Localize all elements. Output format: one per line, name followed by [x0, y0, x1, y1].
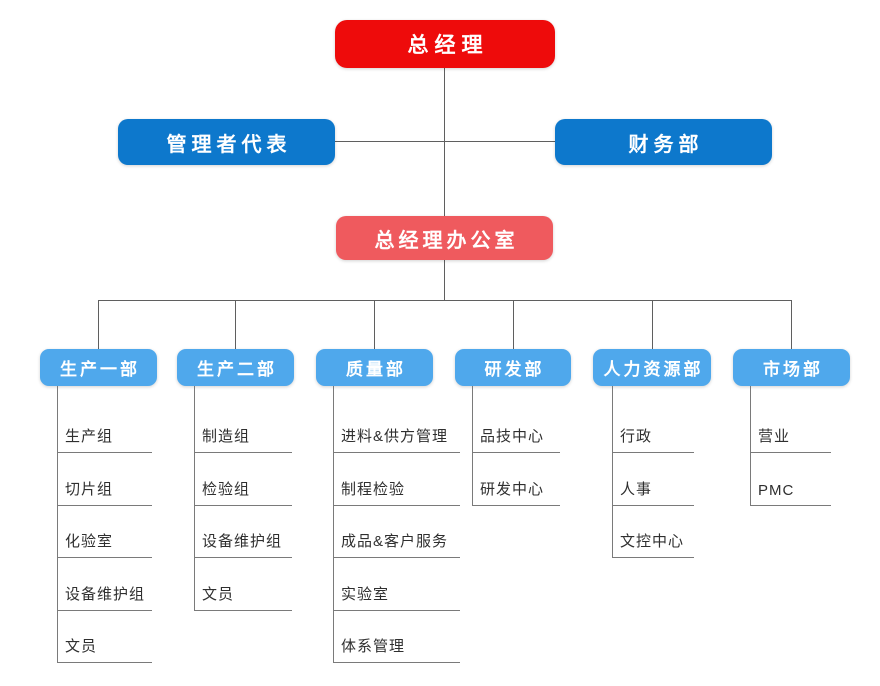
list-item: 文控中心	[612, 526, 694, 558]
connector-drop-dept1	[98, 300, 99, 349]
item-label: 实验室	[341, 586, 390, 603]
node-finance-department: 财务部	[555, 119, 772, 165]
list-item: 化验室	[57, 526, 152, 558]
item-label: 检验组	[202, 481, 251, 498]
item-label: 文员	[202, 586, 235, 603]
item-label: PMC	[758, 482, 795, 499]
item-label: 行政	[620, 428, 653, 445]
list-item: 研发中心	[472, 474, 560, 506]
node-label: 生产二部	[197, 360, 277, 379]
list-item: 文员	[57, 631, 152, 663]
spine-dept3	[333, 386, 334, 663]
item-label: 设备维护组	[202, 533, 283, 550]
list-item: 切片组	[57, 474, 152, 506]
spine-dept6	[750, 386, 751, 506]
item-label: 体系管理	[341, 638, 406, 655]
item-label: 制造组	[202, 428, 251, 445]
spine-dept4	[472, 386, 473, 506]
spine-dept5	[612, 386, 613, 558]
node-general-manager: 总经理	[335, 20, 555, 68]
item-label: 设备维护组	[65, 586, 146, 603]
node-label: 生产一部	[60, 360, 140, 379]
node-label: 总经理	[407, 34, 489, 57]
node-dept-hr: 人力资源部	[593, 349, 711, 386]
list-item: PMC	[750, 474, 831, 506]
node-label: 管理者代表	[166, 133, 292, 156]
list-item: 营业	[750, 421, 831, 453]
list-item: 品技中心	[472, 421, 560, 453]
list-item: 体系管理	[333, 631, 460, 663]
node-dept-marketing: 市场部	[733, 349, 850, 386]
connector-drop-dept3	[374, 300, 375, 349]
item-label: 生产组	[65, 428, 114, 445]
spine-dept2	[194, 386, 195, 611]
node-label: 总经理办公室	[374, 229, 519, 252]
list-item: 制程检验	[333, 474, 460, 506]
item-label: 制程检验	[341, 481, 406, 498]
list-item: 行政	[612, 421, 694, 453]
connector-level2-horizontal	[335, 141, 555, 142]
list-item: 设备维护组	[57, 579, 152, 611]
node-label: 人力资源部	[603, 360, 704, 379]
connector-drop-dept2	[235, 300, 236, 349]
item-label: 成品&客户服务	[341, 533, 449, 550]
list-item: 成品&客户服务	[333, 526, 460, 558]
node-label: 质量部	[346, 360, 406, 379]
item-label: 文员	[65, 638, 98, 655]
item-label: 化验室	[65, 533, 114, 550]
list-item: 实验室	[333, 579, 460, 611]
list-item: 检验组	[194, 474, 292, 506]
connector-root-vertical	[444, 68, 445, 216]
list-item: 进料&供方管理	[333, 421, 460, 453]
list-item: 文员	[194, 579, 292, 611]
node-dept-production1: 生产一部	[40, 349, 157, 386]
connector-drop-dept6	[791, 300, 792, 349]
item-label: 切片组	[65, 481, 114, 498]
item-label: 研发中心	[480, 481, 545, 498]
item-label: 文控中心	[620, 533, 685, 550]
node-dept-production2: 生产二部	[177, 349, 294, 386]
list-item: 生产组	[57, 421, 152, 453]
connector-departments-horizontal	[98, 300, 792, 301]
list-item: 设备维护组	[194, 526, 292, 558]
node-dept-rnd: 研发部	[455, 349, 571, 386]
node-label: 研发部	[484, 360, 545, 379]
node-gm-office: 总经理办公室	[336, 216, 553, 260]
node-label: 市场部	[763, 360, 823, 379]
item-label: 品技中心	[480, 428, 545, 445]
spine-dept1	[57, 386, 58, 663]
connector-office-vertical	[444, 260, 445, 300]
list-item: 人事	[612, 474, 694, 506]
item-label: 进料&供方管理	[341, 428, 449, 445]
connector-drop-dept5	[652, 300, 653, 349]
node-label: 财务部	[628, 133, 704, 156]
node-dept-quality: 质量部	[316, 349, 433, 386]
item-label: 人事	[620, 481, 653, 498]
list-item: 制造组	[194, 421, 292, 453]
connector-drop-dept4	[513, 300, 514, 349]
node-management-representative: 管理者代表	[118, 119, 335, 165]
item-label: 营业	[758, 428, 791, 445]
